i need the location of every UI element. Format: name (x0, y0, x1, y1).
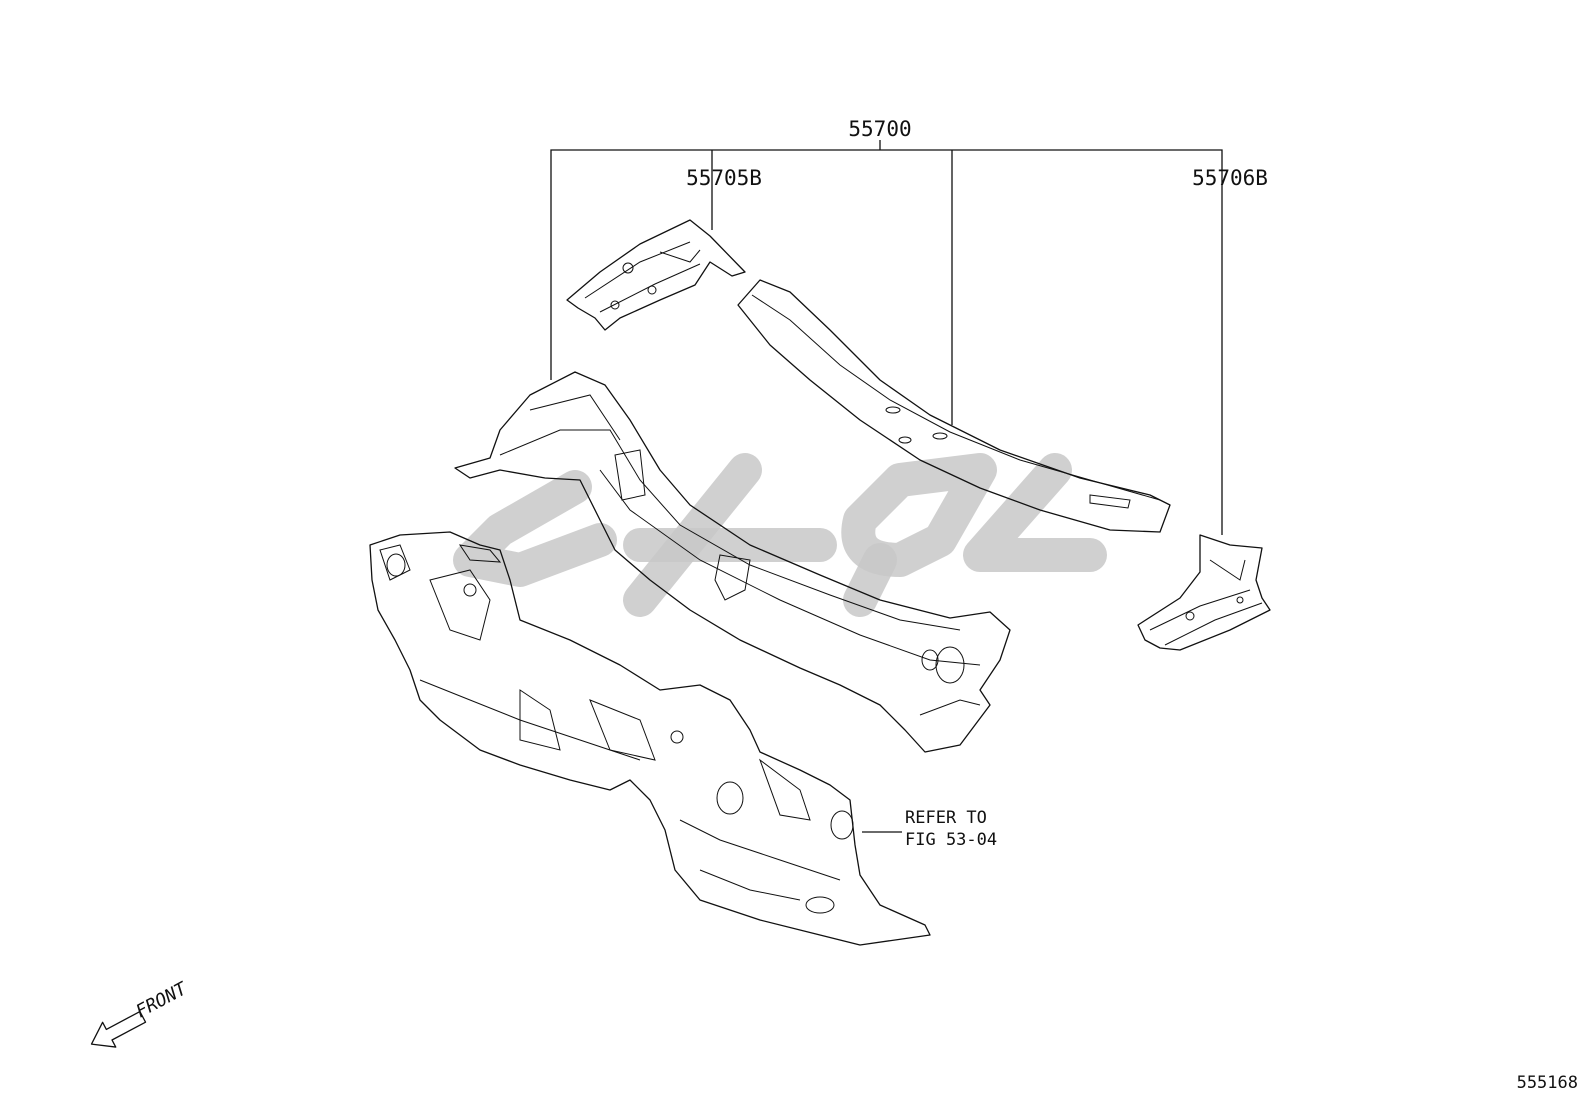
part-55705b[interactable] (566, 219, 746, 331)
label-55705b: 55705B (686, 166, 762, 190)
part-cowl-panel[interactable] (454, 371, 1011, 753)
assembly-leader-lines (550, 140, 1223, 535)
figure-id: 555168 (1517, 1073, 1578, 1093)
part-cowl-top-panel[interactable] (737, 279, 1171, 533)
part-55706b[interactable] (1137, 534, 1271, 651)
front-arrow-icon (90, 1010, 147, 1048)
watermark-logo-icon (453, 453, 1107, 617)
refer-fig-label: FIG 53-04 (905, 830, 997, 850)
front-label: FRONT (132, 978, 191, 1023)
part-dash-panel[interactable] (369, 531, 931, 946)
label-55700: 55700 (848, 117, 911, 141)
refer-to-label: REFER TO (905, 808, 987, 828)
label-55706b: 55706B (1192, 166, 1268, 190)
